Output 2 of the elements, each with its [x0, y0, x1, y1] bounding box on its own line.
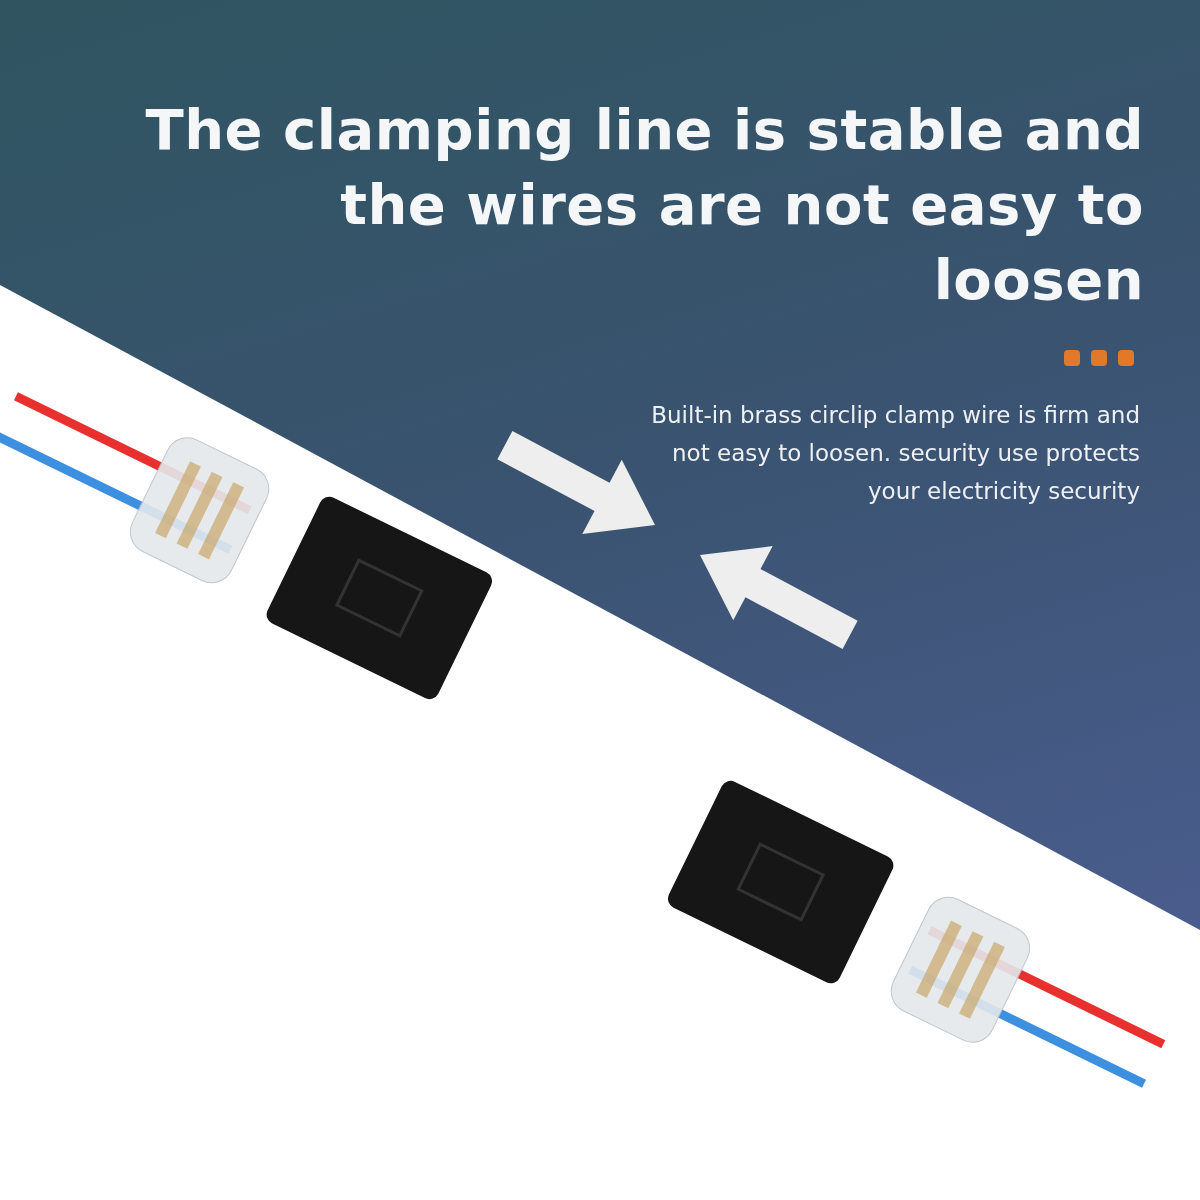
description-text: Built-in brass circlip clamp wire is firm and not easy to loosen. security use protects your electricity security [650, 401, 1140, 506]
headline: The clamping line is stable and the wires are not easy to loosen [144, 96, 1144, 314]
